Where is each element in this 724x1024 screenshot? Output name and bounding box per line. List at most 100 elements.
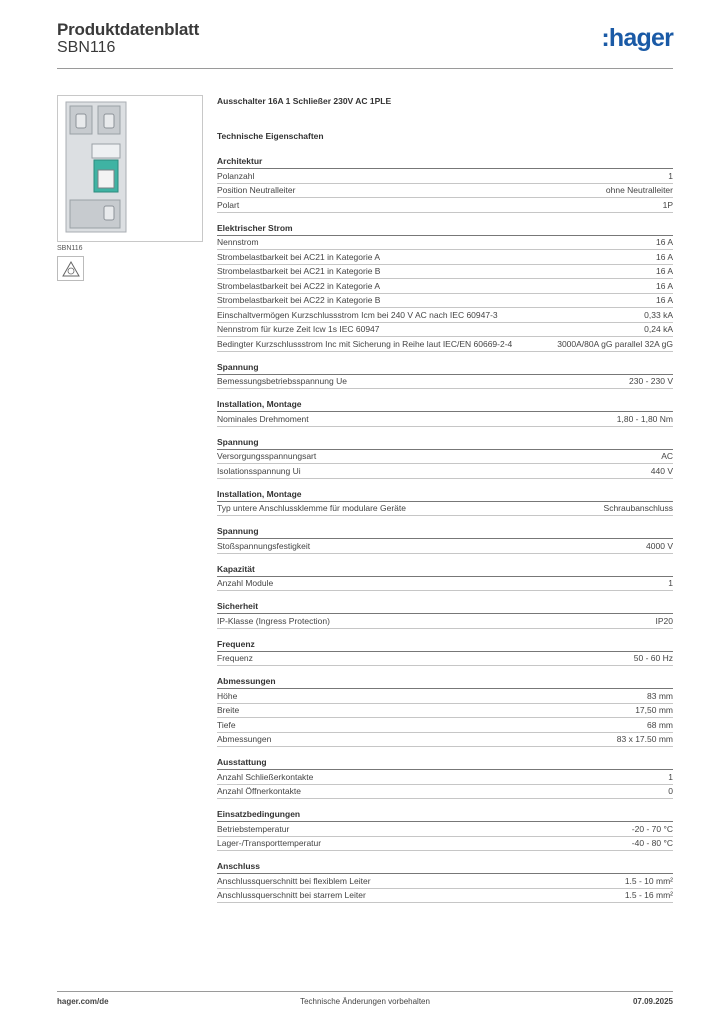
spec-section-title: Spannung [217, 525, 673, 539]
spec-label: Strombelastbarkeit bei AC21 in Kategorie… [217, 251, 381, 262]
spec-value: 68 mm [647, 719, 673, 730]
spec-value: 3000A/80A gG parallel 32A gG [557, 338, 673, 349]
spec-row: Strombelastbarkeit bei AC21 in Kategorie… [217, 265, 673, 279]
spec-value: 83 x 17.50 mm [616, 734, 673, 744]
spec-row: Typ untere Anschlussklemme für modulare … [217, 502, 673, 516]
footer-website: hager.com/de [57, 997, 109, 1006]
spec-value: 1 [668, 578, 673, 588]
spec-row: Versorgungsspannungsart AC [217, 450, 673, 464]
spec-label: Versorgungsspannungsart [217, 451, 317, 461]
certification-icon [57, 256, 84, 281]
spec-row: Einschaltvermögen Kurzschlussstrom Icm b… [217, 308, 673, 323]
spec-section-title: Frequenz [217, 638, 673, 652]
spec-section-title: Kapazität [217, 563, 673, 577]
spec-value: 50 - 60 Hz [633, 653, 673, 663]
page-header: Produktdatenblatt SBN116 :hager [57, 18, 674, 70]
spec-value: 1P [662, 199, 673, 210]
spec-label: Bedingter Kurzschlussstrom Inc mit Siche… [217, 338, 513, 349]
spec-label: Abmessungen [217, 734, 272, 744]
spec-section-title: Anschluss [217, 860, 673, 874]
product-image-caption: SBN116 [57, 245, 83, 252]
spec-value: 1,80 - 1,80 Nm [616, 413, 673, 424]
spec-value: 16 A [655, 280, 673, 291]
spec-row: Anschlussquerschnitt bei starrem Leiter 1… [217, 889, 673, 903]
spec-row: Abmessungen 83 x 17.50 mm [217, 733, 673, 747]
spec-label: Nennstrom [217, 237, 259, 247]
document-title: Produktdatenblatt [57, 20, 200, 39]
spec-value: 1.5 - 16 mm² [624, 890, 673, 900]
spec-value: 0,24 kA [644, 324, 673, 334]
spec-value: ohne Neutralleiter [605, 185, 673, 195]
spec-value: IP20 [655, 615, 674, 626]
spec-label: Nominales Drehmoment [217, 413, 309, 424]
spec-row: Breite 17,50 mm [217, 704, 673, 718]
spec-label: Einschaltvermögen Kurzschlussstrom Icm b… [217, 309, 498, 320]
spec-label: IP-Klasse (Ingress Protection) [217, 615, 330, 626]
product-image-column: SBN116 [57, 95, 203, 281]
spec-label: Strombelastbarkeit bei AC21 in Kategorie… [217, 266, 381, 276]
spec-row: Nennstrom 16 A [217, 236, 673, 250]
spec-value: 0,33 kA [644, 309, 673, 320]
spec-label: Polanzahl [217, 170, 255, 181]
technical-properties-heading: Technische Eigenschaften [217, 131, 324, 141]
spec-row: IP-Klasse (Ingress Protection) IP20 [217, 614, 673, 629]
spec-row: Nennstrom für kurze Zeit Icw 1s IEC 6094… [217, 323, 673, 337]
spec-value: 4000 V [646, 540, 673, 551]
spec-row: Polanzahl 1 [217, 169, 673, 184]
spec-row: Tiefe 68 mm [217, 718, 673, 733]
spec-value: 0 [668, 786, 673, 796]
spec-label: Tiefe [217, 719, 236, 730]
spec-section-title: Spannung [217, 436, 673, 450]
product-name: Ausschalter 16A 1 Schließer 230V AC 1PLE [217, 96, 392, 106]
spec-value: 1 [668, 170, 673, 181]
spec-row: Lager-/Transporttemperatur-40 - 80 °C [217, 837, 673, 851]
spec-value: 1.5 - 10 mm² [624, 875, 673, 886]
spec-label: Typ untere Anschlussklemme für modulare … [217, 503, 406, 513]
spec-label: Betriebstemperatur [217, 823, 290, 834]
spec-row: Strombelastbarkeit bei AC22 in Kategorie… [217, 279, 673, 294]
spec-section-title: Installation, Montage [217, 398, 673, 412]
spec-row: Strombelastbarkeit bei AC22 in Kategorie… [217, 294, 673, 308]
document-subtitle: SBN116 [57, 39, 116, 56]
spec-value: 16 A [655, 237, 673, 247]
spec-section-title: Ausstattung [217, 756, 673, 770]
spec-label: Anzahl Schließerkontakte [217, 771, 314, 782]
spec-value: -20 - 70 °C [631, 823, 673, 834]
spec-row: Bedingter Kurzschlussstrom Inc mit Siche… [217, 337, 673, 352]
spec-value: 17,50 mm [635, 705, 673, 715]
spec-label: Isolationsspannung Ui [217, 465, 301, 476]
spec-section-title: Architektur [217, 155, 673, 169]
spec-value: -40 - 80 °C [631, 838, 673, 848]
hager-logo: :hager [601, 24, 673, 52]
spec-label: Strombelastbarkeit bei AC22 in Kategorie… [217, 280, 381, 291]
footer-divider [57, 991, 673, 992]
spec-label: Breite [217, 705, 240, 715]
spec-label: Höhe [217, 690, 238, 701]
spec-label: Frequenz [217, 653, 253, 663]
spec-label: Nennstrom für kurze Zeit Icw 1s IEC 6094… [217, 324, 380, 334]
spec-value: 16 A [655, 266, 673, 276]
spec-value: AC [661, 451, 673, 461]
spec-value: 230 - 230 V [629, 376, 673, 386]
spec-label: Anschlussquerschnitt bei starrem Leiter [217, 890, 366, 900]
spec-value: 83 mm [647, 690, 673, 701]
footer-date: 07.09.2025 [632, 997, 673, 1006]
spec-value: 16 A [655, 251, 673, 262]
